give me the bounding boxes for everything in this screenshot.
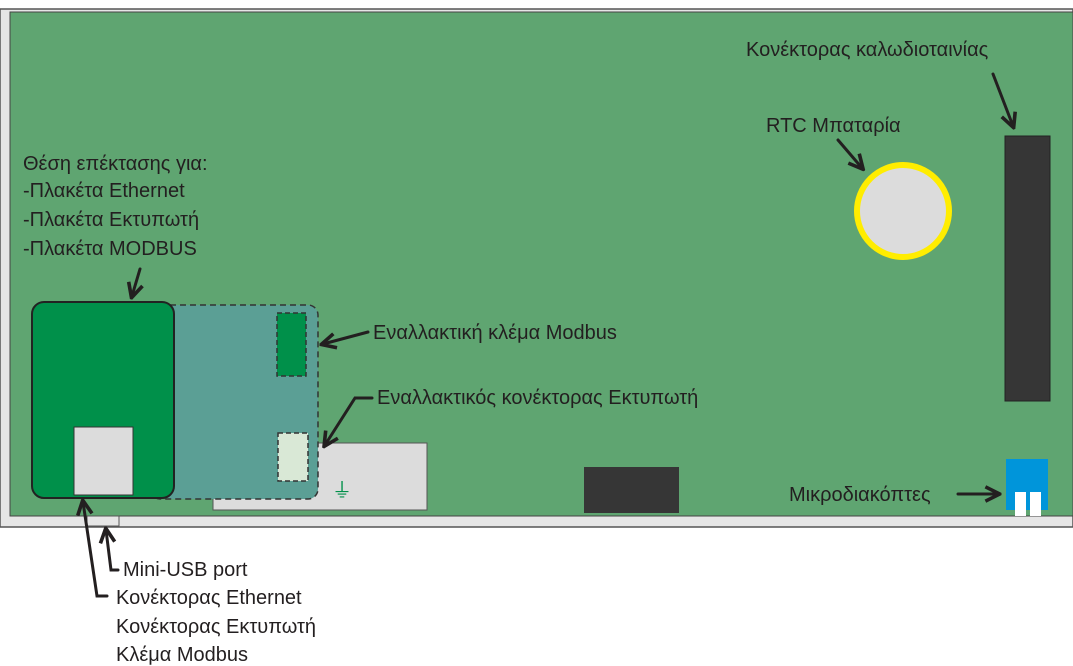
dip-switch-lever-1 — [1015, 492, 1026, 516]
ethernet-connector-block — [73, 426, 134, 496]
arrow-ethernet — [83, 502, 109, 598]
label-ethernet-connector: Κονέκτορας Ethernet — [116, 587, 302, 609]
label-ribbon-connector: Κονέκτορας καλωδιοταινίας — [746, 39, 989, 61]
ground-icon: ⏚ — [332, 478, 352, 502]
alt-modbus-terminal-block — [276, 312, 307, 377]
alt-printer-connector-block — [277, 432, 309, 482]
ribbon-connector — [1004, 135, 1051, 402]
label-expansion-ethernet: -Πλακέτα Ethernet — [23, 180, 185, 202]
label-expansion-modbus: -Πλακέτα MODBUS — [23, 238, 197, 260]
center-connector — [584, 467, 679, 513]
label-dip-switches: Μικροδιακόπτες — [789, 484, 931, 506]
arrow-expansion — [132, 267, 140, 296]
label-alt-printer-connector: Εναλλακτικός κονέκτορας Εκτυπωτή — [377, 387, 698, 409]
label-rtc-battery: RTC Μπαταρία — [766, 115, 901, 137]
label-alt-modbus-terminal: Εναλλακτική κλέμα Modbus — [373, 322, 617, 344]
expansion-module — [31, 301, 175, 499]
rtc-battery — [854, 162, 952, 260]
label-printer-connector: Κονέκτορας Εκτυπωτή — [116, 616, 316, 638]
label-expansion-title: Θέση επέκτασης για: — [23, 153, 208, 175]
mini-usb-port — [86, 515, 120, 527]
arrow-battery — [836, 138, 862, 168]
arrow-mini-usb — [106, 530, 120, 572]
arrow-ribbon — [991, 72, 1013, 126]
arrow-alt-modbus — [323, 330, 370, 344]
dip-switch-block — [1006, 459, 1048, 510]
label-expansion-printer: -Πλακέτα Εκτυπωτή — [23, 209, 199, 231]
label-modbus-terminal: Κλέμα Modbus — [116, 644, 248, 666]
arrow-alt-printer — [325, 396, 374, 445]
label-mini-usb: Mini-USB port — [123, 559, 248, 581]
dip-switch-lever-2 — [1030, 492, 1041, 516]
